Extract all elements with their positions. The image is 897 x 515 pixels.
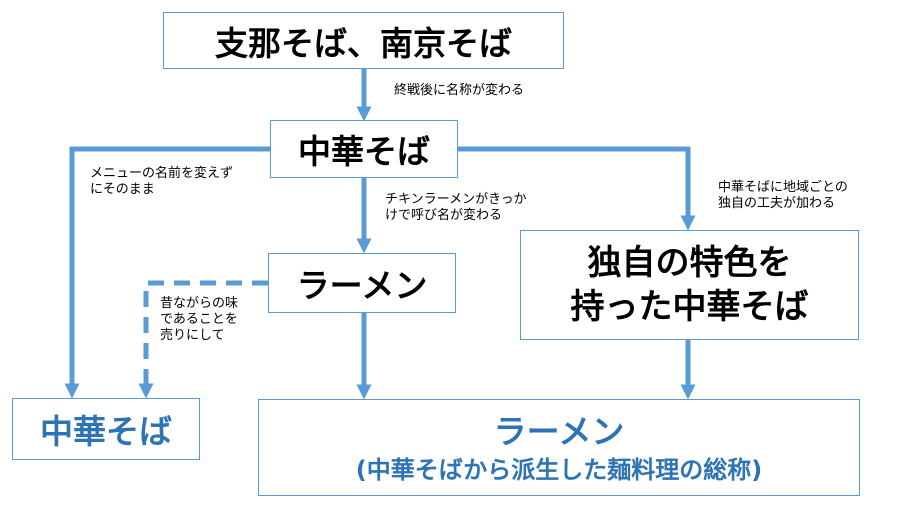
label-sell-old-taste-line-3: 売りにして <box>160 328 225 343</box>
arrow-chuka-to-chuka-final <box>64 146 270 399</box>
label-keep-name: メニューの名前を変えず にそのまま <box>90 166 233 198</box>
label-sell-old-taste-line-1: 昔ながらの味 <box>160 296 239 311</box>
label-renamed-after-war: 終戦後に名称が変わる <box>394 83 524 99</box>
dashed-arrow-ramen-to-chuka-final <box>138 280 268 399</box>
node-unique-line-1: 独自の特色を <box>587 243 792 283</box>
label-chicken-ramen: チキンラーメンがきっか けで呼び名が変わる <box>385 192 527 224</box>
label-chicken-ramen-line-1: チキンラーメンがきっか <box>385 192 527 207</box>
node-chuka-soba: 中華そば <box>270 120 458 178</box>
node-chuka-soba-final: 中華そば <box>12 398 200 460</box>
label-keep-name-line-1: メニューの名前を変えず <box>90 166 234 181</box>
label-renamed-after-war-text: 終戦後に名称が変わる <box>394 83 525 98</box>
arrow-chuka-to-unique <box>458 146 696 231</box>
node-ramen-final-subtitle: (中華そばから派生した麺料理の総称) <box>355 455 763 484</box>
label-sell-old-taste: 昔ながらの味 であることを 売りにして <box>160 296 238 344</box>
node-ramen-text: ラーメン <box>296 266 428 305</box>
label-sell-old-taste-line-2: であることを <box>160 312 238 327</box>
label-regional: 中華そばに地域ごとの 独自の工夫が加わる <box>718 180 848 212</box>
node-ramen: ラーメン <box>268 253 456 313</box>
node-ramen-final-title: ラーメン <box>493 411 625 451</box>
node-chuka-soba-text: 中華そば <box>298 132 430 171</box>
node-unique-line-2: 持った中華そば <box>570 287 809 327</box>
label-regional-line-1: 中華そばに地域ごとの <box>718 180 848 195</box>
node-ramen-final: ラーメン (中華そばから派生した麺料理の総称) <box>258 399 860 496</box>
node-origin: 支那そば、南京そば <box>163 12 564 69</box>
label-regional-line-2: 独自の工夫が加わる <box>718 196 836 211</box>
label-chicken-ramen-line-2: けで呼び名が変わる <box>385 208 503 223</box>
label-keep-name-line-2: にそのまま <box>90 182 155 197</box>
node-unique-chuka-soba: 独自の特色を 持った中華そば <box>520 230 859 340</box>
node-origin-text: 支那そば、南京そば <box>215 23 512 63</box>
node-chuka-soba-final-text: 中華そば <box>40 412 172 451</box>
